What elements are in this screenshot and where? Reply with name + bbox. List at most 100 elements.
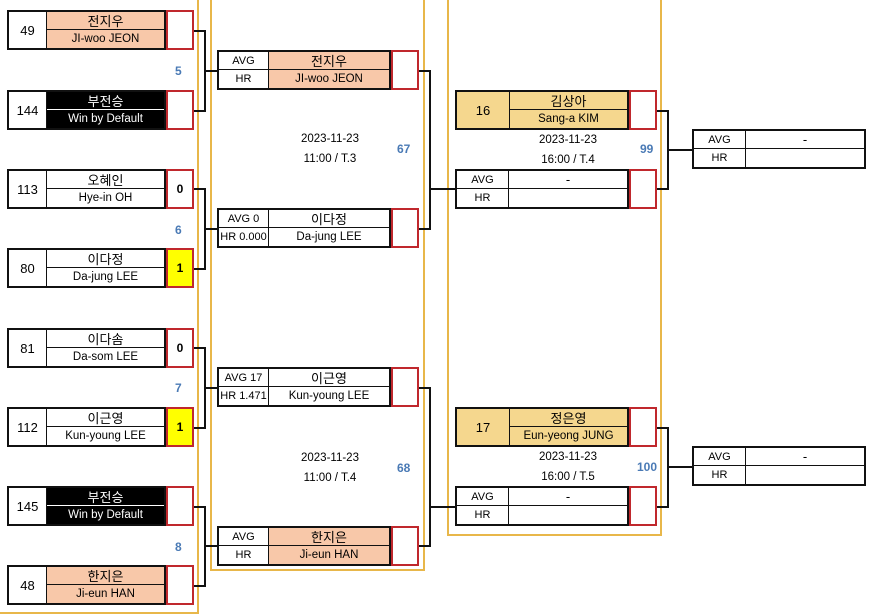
bracket-line xyxy=(657,110,669,112)
seed-number: 48 xyxy=(9,567,47,603)
match-number: 8 xyxy=(175,540,182,554)
bracket-line xyxy=(194,268,206,270)
player-name: - xyxy=(746,131,864,149)
seed-number: 81 xyxy=(9,330,47,366)
score-box xyxy=(391,208,419,248)
bracket-line xyxy=(419,70,431,72)
round2-entry[interactable]: AVG HR 전지우 JI-woo JEON xyxy=(217,50,391,90)
match-number: 67 xyxy=(397,142,411,156)
match-date: 2023-11-23 xyxy=(301,133,359,145)
player-english-name: Sang-a KIM xyxy=(510,110,627,128)
hr-label: HR xyxy=(219,546,269,564)
bracket-line xyxy=(194,188,206,190)
player-english-name xyxy=(509,506,627,524)
match-number: 6 xyxy=(175,223,182,237)
round3-seeded-entry[interactable]: 17 정은영 Eun-yeong JUNG xyxy=(455,407,629,447)
bracket-line xyxy=(667,149,692,151)
score-box xyxy=(391,50,419,90)
round1-entry[interactable]: 80 이다정 Da-jung LEE xyxy=(7,248,166,288)
score-box xyxy=(629,486,657,526)
player-english-name: Eun-yeong JUNG xyxy=(510,427,627,445)
round3-entry[interactable]: AVG HR - xyxy=(455,169,629,209)
bracket-line xyxy=(204,387,218,389)
round3-entry[interactable]: AVG HR - xyxy=(455,486,629,526)
match-number: 7 xyxy=(175,381,182,395)
match-number: 5 xyxy=(175,64,182,78)
player-english-name: Ji-eun HAN xyxy=(47,585,164,603)
round4-entry[interactable]: AVG HR - xyxy=(692,446,866,486)
avg-label: AVG xyxy=(457,488,509,506)
avg-label: AVG xyxy=(219,52,269,70)
player-english-name: Da-jung LEE xyxy=(72,271,139,283)
avg-label: AVG xyxy=(219,528,269,546)
seed-number: 144 xyxy=(9,92,47,128)
score-box xyxy=(166,486,194,526)
match-date: 2023-11-23 xyxy=(539,134,597,146)
round1-entry[interactable]: 48 한지은 Ji-eun HAN xyxy=(7,565,166,605)
player-name: 부전승 xyxy=(47,92,164,110)
score-box: 0 xyxy=(166,328,194,368)
score-box-winner: 1 xyxy=(166,248,194,288)
player-name: 부전승 xyxy=(47,488,164,506)
score-box xyxy=(629,90,657,130)
round2-frame xyxy=(210,0,425,571)
bracket-line xyxy=(194,506,206,508)
player-english-name: Kun-young LEE xyxy=(65,430,146,442)
bracket-line xyxy=(194,30,206,32)
bracket-line xyxy=(419,228,431,230)
bracket-line xyxy=(194,585,206,587)
match-date: 2023-11-23 xyxy=(539,451,597,463)
round4-entry[interactable]: AVG HR - xyxy=(692,129,866,169)
hr-label: HR xyxy=(219,70,269,88)
player-name: 전지우 xyxy=(47,12,164,30)
player-name: - xyxy=(509,488,627,506)
bracket-line xyxy=(194,427,206,429)
hr-label: HR xyxy=(457,189,509,207)
bracket-line xyxy=(667,466,692,468)
player-name: 이다정 xyxy=(269,210,389,228)
score-box xyxy=(166,565,194,605)
hr-label: HR 1.471 xyxy=(219,387,269,405)
player-name: 전지우 xyxy=(269,52,389,70)
bracket-line xyxy=(204,545,218,547)
player-name: 오혜인 xyxy=(47,171,164,189)
round1-entry[interactable]: 81 이다솜 Da-som LEE xyxy=(7,328,166,368)
bracket-line xyxy=(429,506,455,508)
round1-entry[interactable]: 144 부전승 Win by Default xyxy=(7,90,166,130)
bracket-line xyxy=(657,188,669,190)
match-time: 11:00 / T.4 xyxy=(303,472,357,484)
match-number: 99 xyxy=(640,142,654,156)
hr-label: HR xyxy=(694,149,746,167)
bracket-line xyxy=(429,188,455,190)
round2-entry[interactable]: AVG HR 한지은 Ji-eun HAN xyxy=(217,526,391,566)
round1-entry[interactable]: 113 오혜인 Hye-in OH xyxy=(7,169,166,209)
hr-label: HR 0.000 xyxy=(219,228,269,246)
player-name: 이다솜 xyxy=(47,330,164,348)
round1-entry[interactable]: 145 부전승 Win by Default xyxy=(7,486,166,526)
seed-number: 145 xyxy=(9,488,47,524)
avg-label: AVG 17 xyxy=(219,369,269,387)
score-box: 0 xyxy=(166,169,194,209)
match-number: 100 xyxy=(637,460,658,474)
player-name: 한지은 xyxy=(269,528,389,546)
player-english-name: Hye-in OH xyxy=(78,192,133,204)
seed-number: 17 xyxy=(457,409,510,445)
match-time: 16:00 / T.4 xyxy=(541,154,595,166)
round2-entry[interactable]: AVG 0 HR 0.000 이다정 Da-jung LEE xyxy=(217,208,391,248)
round3-seeded-entry[interactable]: 16 김상아 Sang-a KIM xyxy=(455,90,629,130)
match-time: 11:00 / T.3 xyxy=(303,153,357,165)
bracket-line xyxy=(657,506,669,508)
avg-label: AVG xyxy=(457,171,509,189)
avg-label: AVG xyxy=(694,448,746,466)
round2-entry[interactable]: AVG 17 HR 1.471 이근영 Kun-young LEE xyxy=(217,367,391,407)
player-name: 이근영 xyxy=(47,409,164,427)
player-name: - xyxy=(509,171,627,189)
round1-entry[interactable]: 49 전지우 JI-woo JEON xyxy=(7,10,166,50)
hr-label: HR xyxy=(694,466,746,484)
player-name: 김상아 xyxy=(510,92,627,110)
score-box xyxy=(166,90,194,130)
bracket-line xyxy=(194,110,206,112)
round1-entry[interactable]: 112 이근영 Kun-young LEE xyxy=(7,407,166,447)
score-box xyxy=(629,169,657,209)
player-english-name: Win by Default xyxy=(47,506,164,524)
